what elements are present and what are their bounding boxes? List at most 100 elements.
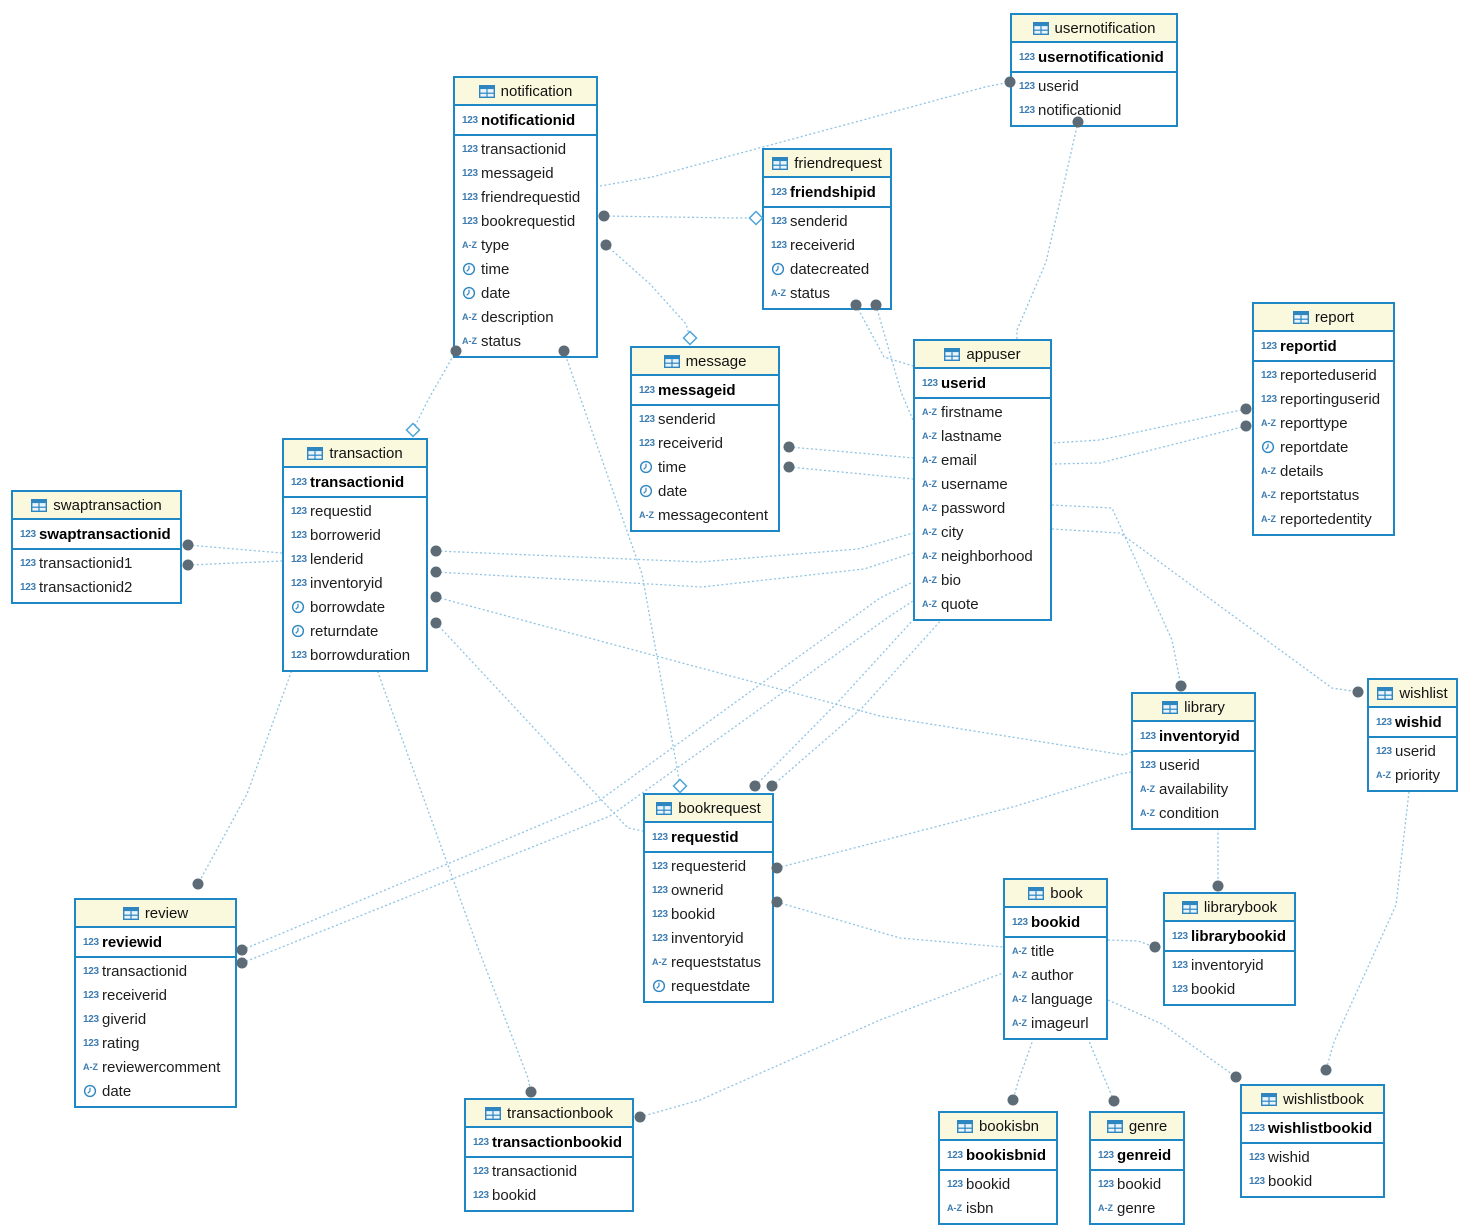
field-row[interactable]: requestdate <box>645 974 772 998</box>
table-header[interactable]: appuser <box>915 341 1050 369</box>
table-header[interactable]: wishlistbook <box>1242 1086 1383 1114</box>
field-row[interactable]: date <box>76 1079 235 1103</box>
field-row[interactable]: reportdate <box>1254 435 1393 459</box>
table-header[interactable]: bookisbn <box>940 1113 1056 1141</box>
table-header[interactable]: librarybook <box>1165 894 1294 922</box>
field-row[interactable]: time <box>455 257 596 281</box>
table-header[interactable]: transaction <box>284 440 426 468</box>
table-header[interactable]: swaptransaction <box>13 492 180 520</box>
table-header[interactable]: report <box>1254 304 1393 332</box>
field-row[interactable]: date <box>455 281 596 305</box>
table-header[interactable]: genre <box>1091 1113 1183 1141</box>
table-header[interactable]: review <box>76 900 235 928</box>
table-header[interactable]: notification <box>455 78 596 106</box>
field-row[interactable]: returndate <box>284 619 426 643</box>
field-row[interactable]: borrowdate <box>284 595 426 619</box>
table-header[interactable]: bookrequest <box>645 795 772 823</box>
table-header[interactable]: usernotification <box>1012 15 1176 43</box>
